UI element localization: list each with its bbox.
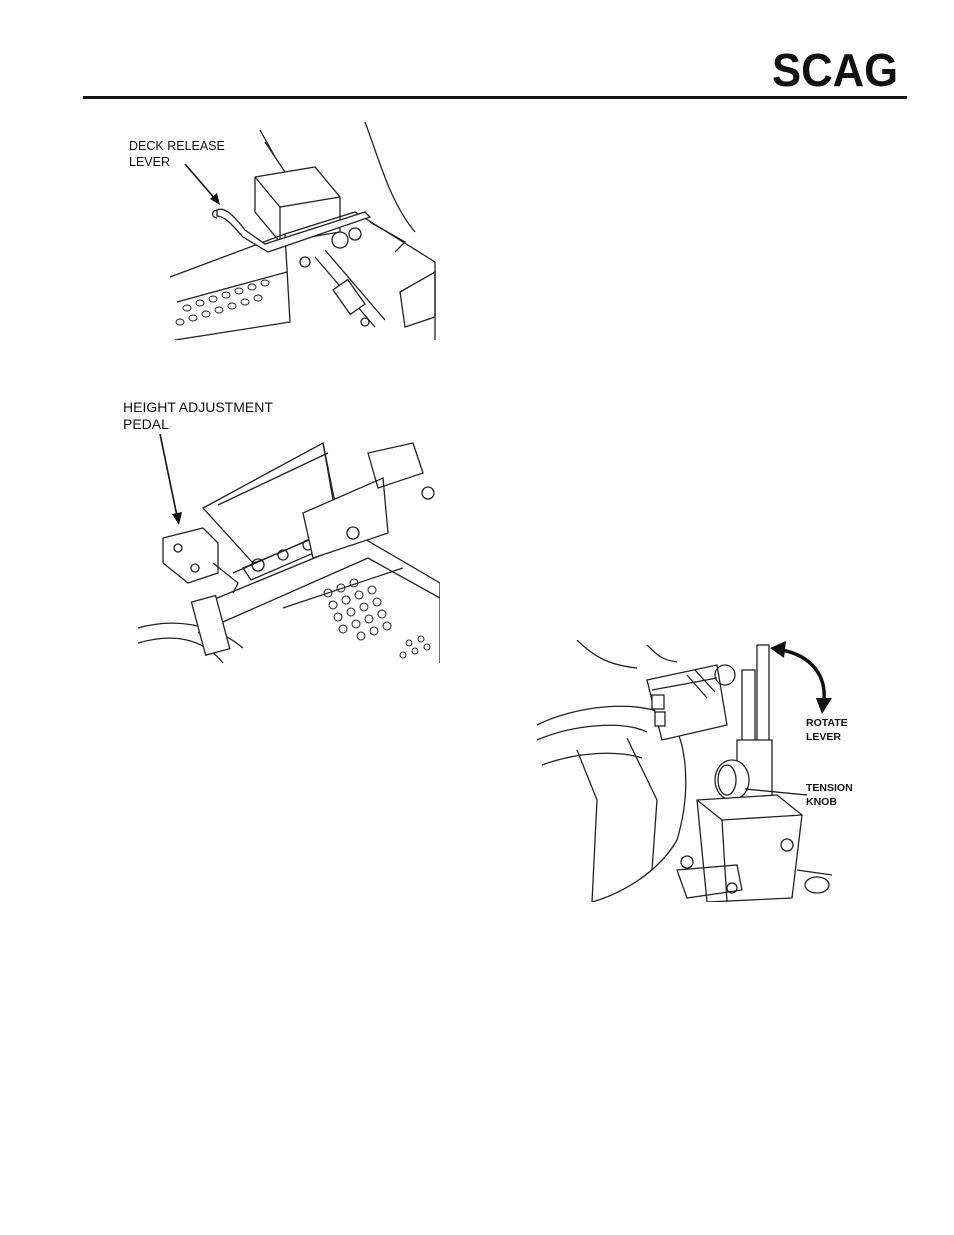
scag-logo: SCAG — [770, 44, 904, 96]
rotate-arrow — [770, 641, 832, 714]
height-adjustment-label: HEIGHT ADJUSTMENT PEDAL — [123, 399, 273, 433]
rotate-lever-label: ROTATE LEVER — [806, 716, 848, 744]
deck-release-illustration — [169, 121, 436, 341]
deck-release-label: DECK RELEASE LEVER — [129, 138, 225, 170]
deck-release-label-line1: DECK RELEASE — [129, 139, 225, 153]
steering-column-illustration — [536, 639, 833, 903]
deck-release-arrow — [184, 163, 220, 205]
tension-knob-label-line2: KNOB — [806, 796, 837, 808]
height-adjustment-label-line1: HEIGHT ADJUSTMENT — [123, 399, 273, 415]
tension-knob-leader — [745, 788, 808, 796]
tension-knob-label: TENSION KNOB — [806, 781, 853, 809]
rotate-lever-label-line2: LEVER — [806, 731, 842, 743]
scag-logo-graphic: SCAG — [772, 44, 898, 96]
height-adjustment-illustration — [137, 442, 441, 664]
height-adjustment-label-line2: PEDAL — [123, 416, 169, 432]
brand-text: SCAG — [772, 44, 898, 92]
tension-knob-label-line1: TENSION — [806, 782, 853, 794]
deck-release-label-line2: LEVER — [129, 155, 170, 169]
deck-release-figure — [165, 121, 440, 341]
header-rule — [83, 96, 907, 99]
height-adjustment-figure — [133, 433, 441, 664]
rotate-lever-label-line1: ROTATE — [806, 717, 848, 729]
height-adjustment-arrow — [159, 433, 182, 525]
steering-column-figure — [536, 639, 837, 903]
